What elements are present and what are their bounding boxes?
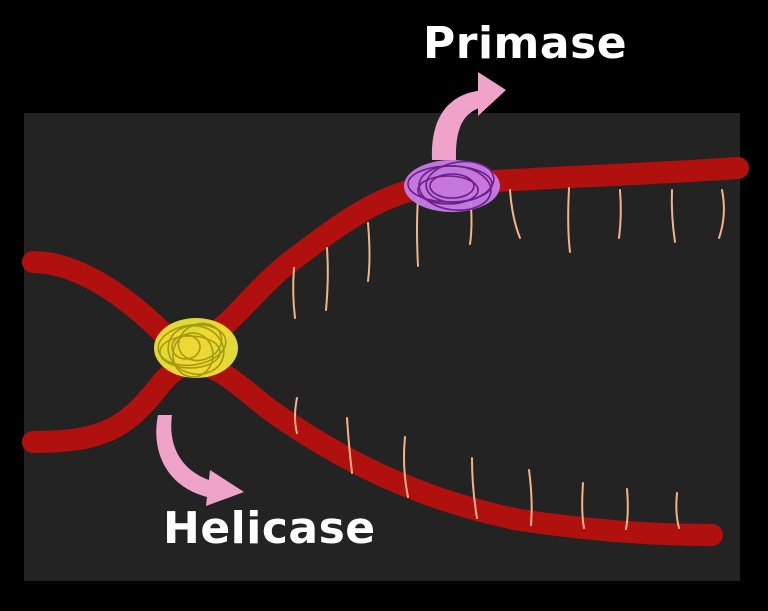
helicase-label: Helicase [163, 503, 376, 554]
base-line [670, 189, 676, 243]
base-line [325, 247, 329, 311]
base-line [567, 187, 571, 253]
top-bases [292, 187, 725, 319]
helicase-scribble [154, 318, 238, 378]
base-line [675, 492, 680, 529]
base-line [618, 189, 622, 239]
primase-label: Primase [423, 18, 628, 69]
base-line [292, 267, 296, 319]
base-line [528, 469, 533, 526]
dna-strand-top [22, 157, 749, 356]
helicase-glow [154, 318, 238, 378]
primase-arrow-head [478, 72, 506, 116]
base-line [403, 436, 409, 498]
base-line [346, 417, 353, 474]
base-line [718, 189, 725, 239]
base-line [581, 482, 585, 529]
helicase-arrow-icon [156, 415, 244, 506]
base-line [625, 488, 629, 530]
base-line [294, 397, 298, 434]
base-line [367, 222, 371, 282]
primase-arrow-icon [431, 72, 506, 160]
helicase-arrow-shaft [156, 415, 215, 498]
helicase-arrow-head [206, 470, 244, 506]
dna-strand-bottom [22, 352, 723, 546]
primase-scribble [404, 160, 500, 212]
base-line [416, 197, 419, 267]
bottom-bases [294, 397, 680, 530]
primase-arrow-shaft [431, 90, 487, 160]
base-line [509, 189, 521, 239]
base-line [471, 457, 478, 519]
